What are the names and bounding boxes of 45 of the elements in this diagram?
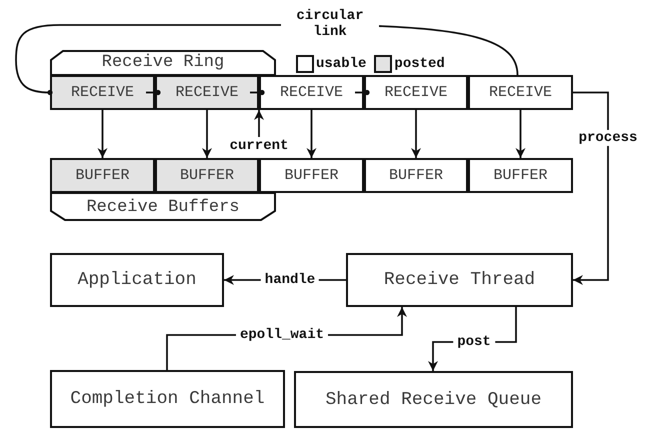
- node-label: RECEIVE: [70, 84, 134, 101]
- arrow: [202, 110, 212, 158]
- process-box: [294, 371, 573, 428]
- node-label: RECEIVE: [488, 84, 552, 101]
- receive-slot: [50, 75, 155, 110]
- arrow: [98, 110, 108, 158]
- process-box: [50, 370, 285, 428]
- receive-slot: [259, 75, 364, 110]
- node-label: RECEIVE: [175, 84, 238, 101]
- receive-slot: [468, 75, 573, 110]
- buffer-slot: [50, 158, 155, 193]
- receive-slot: [155, 75, 259, 110]
- pointer-label: current: [230, 138, 288, 154]
- node-label: BUFFER: [493, 167, 548, 184]
- node-label: RECEIVE: [280, 84, 343, 101]
- link-line: [355, 90, 370, 96]
- node-label: BUFFER: [388, 167, 443, 184]
- legend-label: posted: [394, 56, 445, 72]
- buffer-slot: [468, 158, 573, 193]
- buffer-slot: [364, 158, 468, 193]
- legend-label: usable: [316, 56, 366, 72]
- node-label: Receive Thread: [384, 270, 536, 290]
- node-label: Application: [78, 270, 196, 290]
- node-label: Receive Ring: [102, 53, 224, 72]
- process-box: [50, 253, 224, 307]
- node-label: Completion Channel: [70, 389, 265, 409]
- arrow: [516, 110, 526, 158]
- arrow: [306, 110, 316, 158]
- edge-label: epoll_wait: [236, 326, 328, 344]
- link-line: [250, 90, 265, 96]
- node-label: Receive Buffers: [86, 198, 240, 216]
- receive-slot: [364, 75, 468, 110]
- node-label: BUFFER: [284, 167, 338, 184]
- node-label: BUFFER: [180, 167, 234, 184]
- arrow: [254, 110, 264, 137]
- buffer-slot: [259, 158, 364, 193]
- link-line: [146, 90, 161, 96]
- arrow: [411, 110, 421, 158]
- buffer-slot: [155, 158, 259, 193]
- node-label: RECEIVE: [384, 84, 448, 101]
- arrow: [573, 92, 609, 285]
- process-box: [346, 253, 573, 307]
- edge-label: post: [453, 334, 495, 350]
- node-label: Shared Receive Queue: [325, 390, 542, 410]
- node-label: BUFFER: [75, 167, 130, 184]
